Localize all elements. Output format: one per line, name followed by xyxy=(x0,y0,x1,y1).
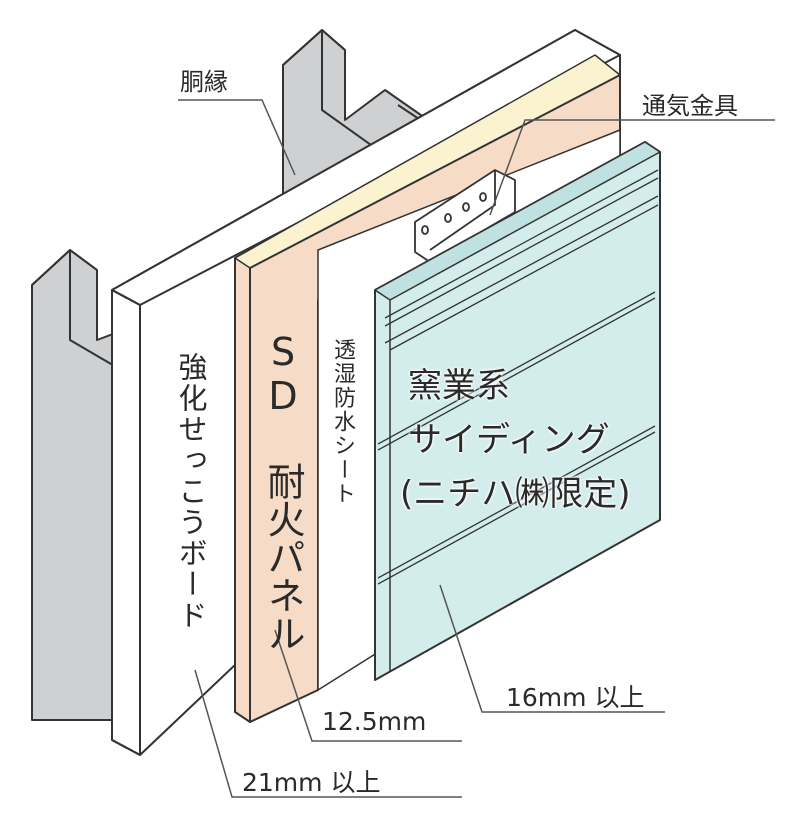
label-siding-line1: 窯業系 xyxy=(408,366,510,406)
label-siding-line2: サイディング xyxy=(408,420,610,460)
label-panel-thickness: 12.5mm xyxy=(322,707,427,736)
leader-panel xyxy=(274,629,462,742)
ceramic-siding xyxy=(374,141,661,681)
leader-bracket xyxy=(489,119,775,216)
leader-furring xyxy=(178,99,296,176)
label-gypsum-board: 強化せっこうボード xyxy=(174,352,208,631)
leader-lines xyxy=(178,99,775,798)
label-membrane: 透湿防水シート xyxy=(330,338,355,506)
leader-board xyxy=(194,669,462,798)
label-vent-bracket: 通気金具 xyxy=(642,92,738,120)
label-siding-line3: (ニチハ㈱限定) xyxy=(400,474,631,514)
leader-siding xyxy=(439,584,665,713)
label-siding-thickness: 16mm 以上 xyxy=(506,683,645,712)
label-furring-strip: 胴縁 xyxy=(180,68,228,96)
label-sd-panel: SD 耐火パネル xyxy=(261,330,305,652)
label-board-thickness: 21mm 以上 xyxy=(242,768,381,797)
